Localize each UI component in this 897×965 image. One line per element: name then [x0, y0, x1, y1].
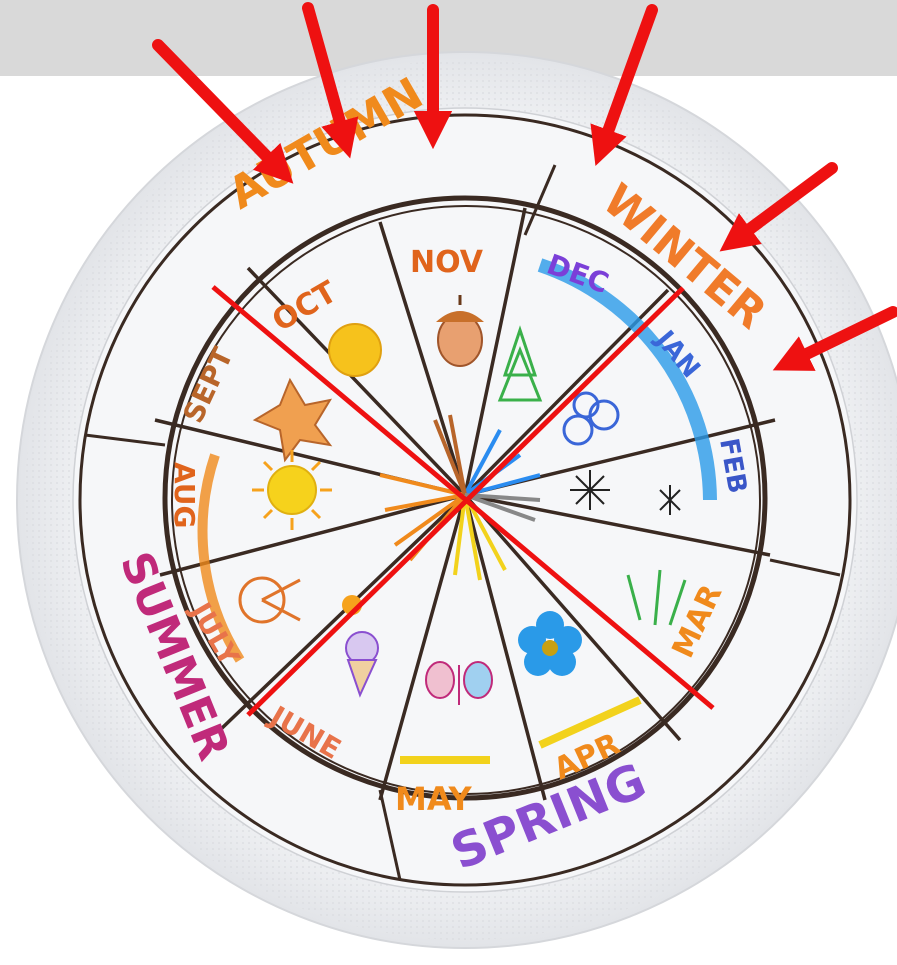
month-label-aug: AUG	[168, 462, 201, 529]
snowflake-icon	[570, 470, 610, 510]
sun-icon	[329, 324, 381, 376]
month-label-may: MAY	[395, 780, 473, 818]
month-label-nov: NOV	[410, 245, 484, 280]
sun-icon	[252, 450, 332, 530]
